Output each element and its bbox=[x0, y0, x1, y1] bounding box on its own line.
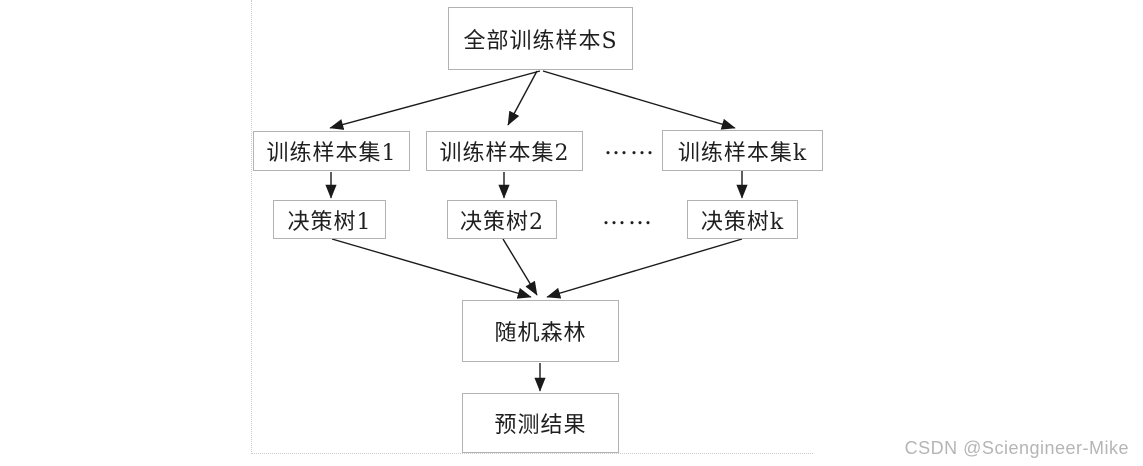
node-training-set-1: 训练样本集1 bbox=[253, 131, 410, 171]
arrow-root-to-set1 bbox=[329, 70, 541, 130]
node-random-forest: 随机森林 bbox=[462, 300, 619, 362]
ellipsis-training-sets: …… bbox=[604, 132, 656, 160]
node-all-training-samples: 全部训练样本S bbox=[448, 7, 633, 70]
arrow-tree2-to-forest bbox=[502, 238, 538, 296]
arrow-tree1-to-forest bbox=[331, 238, 532, 299]
csdn-watermark: CSDN @Sciengineer-Mike bbox=[904, 438, 1129, 458]
node-training-set-2: 训练样本集2 bbox=[426, 131, 583, 171]
node-training-set-k: 训练样本集k bbox=[662, 130, 823, 171]
node-decision-tree-2: 决策树2 bbox=[447, 200, 557, 239]
node-decision-tree-1: 决策树1 bbox=[273, 200, 386, 239]
node-decision-tree-k: 决策树k bbox=[687, 200, 798, 239]
arrow-treek-to-forest bbox=[546, 238, 743, 299]
ellipsis-decision-trees: …… bbox=[602, 202, 654, 230]
arrow-root-to-setk bbox=[542, 70, 736, 130]
arrow-root-to-set2 bbox=[507, 70, 538, 126]
node-prediction-result: 预测结果 bbox=[462, 393, 619, 453]
